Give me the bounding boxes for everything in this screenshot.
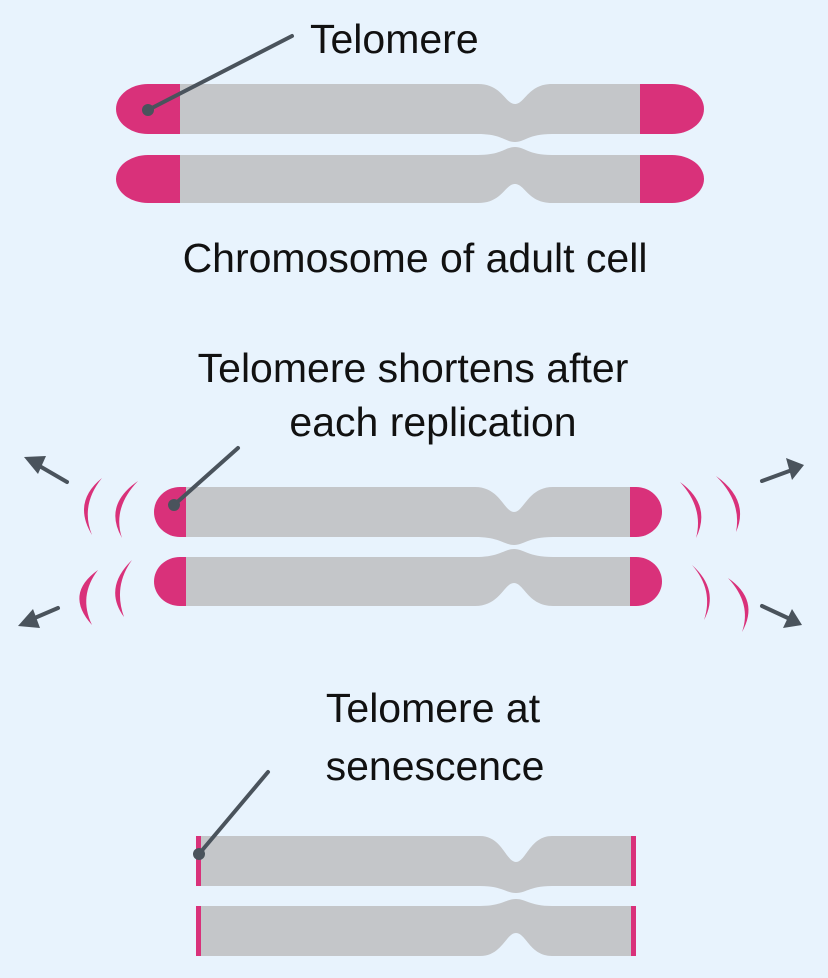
adult-cell-caption: Chromosome of adult cell [182, 235, 648, 281]
replicating-telomere-bottom-left [154, 557, 186, 606]
telomere-fragment [680, 482, 702, 538]
telomere-pointer-dot [142, 104, 154, 116]
replicating-telomere-top-right [630, 487, 662, 537]
adult-top-chromatid [180, 84, 640, 142]
shortened-telomere-pointer-line [172, 446, 240, 507]
arrow-down-left [18, 606, 60, 628]
senescent-telomere-top-left [196, 836, 201, 886]
senescence-label-line-1: Telomere at [325, 685, 541, 731]
shortens-label-line-1: Telomere shortens after [197, 345, 629, 391]
arrow-up-right [760, 458, 804, 483]
senescent-telomere-pointer-dot [193, 848, 205, 860]
adult-telomere-top-right [640, 84, 704, 134]
senescent-bottom-chromatid [200, 899, 632, 956]
adult-telomere-bottom-right [640, 155, 704, 203]
senescent-top-chromatid [200, 836, 632, 893]
arrow-up-left [24, 456, 69, 484]
telomere-fragment [115, 560, 132, 617]
telomere-fragment [692, 565, 710, 620]
telomere-fragment [79, 570, 98, 625]
senescent-telomere-bottom-right [631, 906, 636, 956]
telomere-pointer-line [146, 34, 294, 112]
telomere-fragment [728, 578, 749, 632]
shortens-label-line-2: each replication [289, 399, 577, 445]
telomere-fragment [115, 481, 138, 538]
shortened-telomere-pointer-dot [168, 499, 180, 511]
adult-telomere-bottom-left [116, 155, 180, 203]
senescence-label-line-2: senescence [325, 743, 545, 789]
replicating-chromosome [18, 446, 804, 632]
telomere-fragment [84, 478, 102, 535]
senescent-telomere-pointer-line [197, 770, 270, 856]
adult-bottom-chromatid [180, 147, 640, 203]
replicating-bottom-chromatid [186, 549, 630, 606]
adult-chromosome [116, 34, 704, 203]
senescent-chromosome [193, 770, 636, 956]
telomere-fragment [716, 476, 741, 532]
senescent-telomere-top-right [631, 836, 636, 886]
replicating-telomere-bottom-right [630, 557, 663, 606]
replicating-top-chromatid [186, 487, 630, 545]
telomere-label: Telomere [310, 16, 479, 62]
senescent-telomere-bottom-left [196, 906, 201, 956]
arrow-down-right [760, 604, 802, 628]
